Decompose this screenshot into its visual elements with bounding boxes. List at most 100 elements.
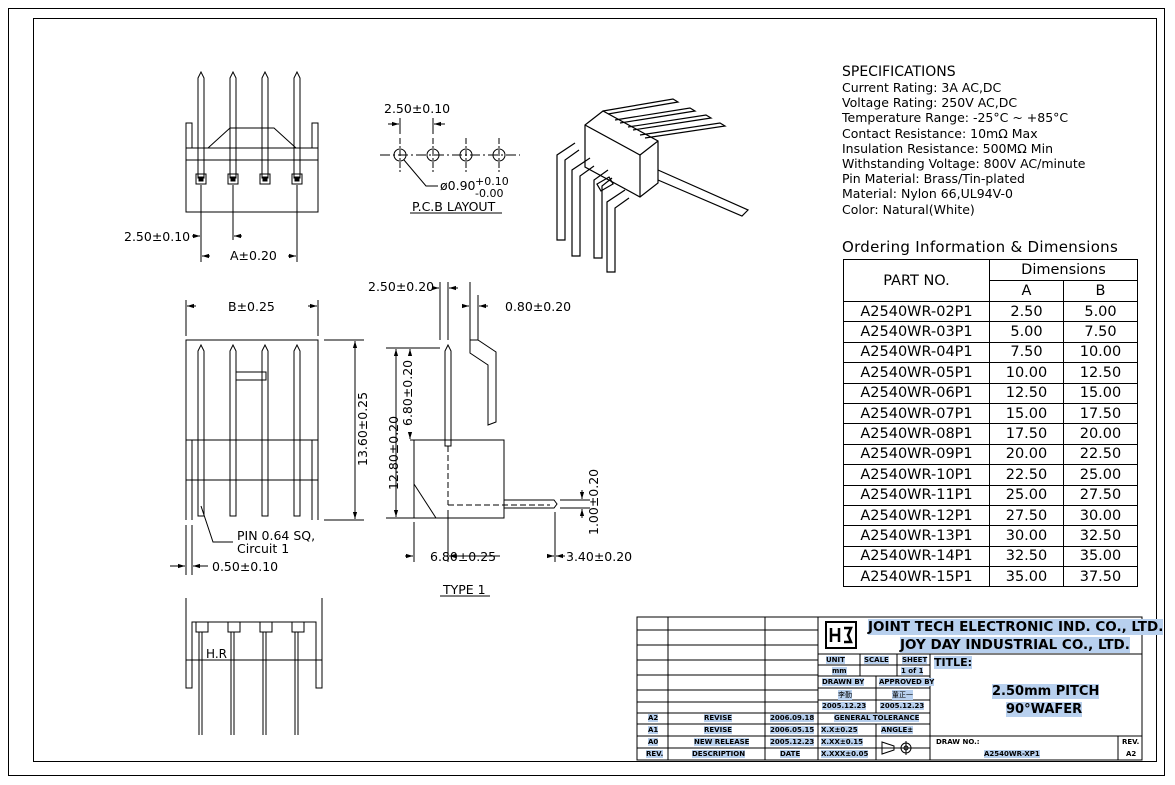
- part-no-cell: A2540WR-07P1: [843, 402, 990, 425]
- spec-line: Withstanding Voltage: 800V AC/minute: [842, 156, 1086, 172]
- revision-rev: A0: [648, 738, 659, 746]
- spec-line: Material: Nylon 66,UL94V-0: [842, 186, 1013, 202]
- part-no-cell: A2540WR-05P1: [843, 362, 990, 384]
- dimension-b-cell: 32.50: [1063, 525, 1138, 547]
- part-no-cell: A2540WR-10P1: [843, 464, 990, 486]
- side-1-00-dim: 1.00±0.20: [586, 469, 601, 535]
- part-no-cell: A2540WR-11P1: [843, 484, 990, 506]
- revision-rev: A2: [648, 714, 659, 722]
- part-no-cell: A2540WR-13P1: [843, 525, 990, 547]
- spec-line: Color: Natural(White): [842, 201, 975, 217]
- spec-line: Contact Resistance: 10mΩ Max: [842, 125, 1038, 141]
- draw-no: A2540WR-XP1: [984, 750, 1040, 758]
- dimension-a-cell: 30.00: [989, 525, 1064, 547]
- type-label: TYPE 1: [442, 582, 486, 597]
- part-no-cell: A2540WR-02P1: [843, 300, 990, 323]
- description-header: DESCRIPTION: [692, 750, 746, 758]
- part-no-header: PART NO.: [843, 259, 990, 302]
- revision-rev: A1: [648, 726, 659, 734]
- company-logo: [825, 621, 857, 649]
- rev-value: A2: [1126, 750, 1137, 758]
- isometric-view: [556, 98, 750, 273]
- part-no-cell: A2540WR-14P1: [843, 545, 990, 568]
- spec-line: Temperature Range: -25°C ~ +85°C: [842, 110, 1069, 126]
- spec-line: Insulation Resistance: 500MΩ Min: [842, 140, 1053, 156]
- sheet-value: 1 of 1: [901, 667, 924, 675]
- dim-pin-width: 0.50±0.10: [212, 559, 278, 574]
- dimension-a-cell: 15.00: [989, 402, 1064, 425]
- part-no-cell: A2540WR-04P1: [843, 341, 990, 364]
- company-name-1: JOINT TECH ELECTRONIC IND. CO., LTD.: [868, 619, 1164, 635]
- dimension-b-cell: 7.50: [1063, 321, 1138, 343]
- drawn-by-date: 2005.12.23: [822, 702, 867, 710]
- pcb-hole-dim: ø0.90: [440, 178, 476, 193]
- dimension-b-cell: 20.00: [1063, 423, 1138, 445]
- top-view: [185, 70, 319, 262]
- approved-by-name: 董正一: [892, 690, 913, 700]
- drawn-by-label: DRAWN BY: [822, 678, 865, 686]
- title-label: TITLE:: [934, 656, 973, 669]
- draw-no-label: DRAW NO.:: [936, 738, 980, 746]
- title-block-grid: [636, 616, 1143, 761]
- dim-b: B±0.25: [228, 299, 275, 314]
- tolerance-3: X.XXX±0.05: [821, 750, 869, 758]
- side-view: [386, 282, 590, 597]
- front-view: [170, 300, 364, 575]
- spec-line: Current Rating: 3A AC,DC: [842, 80, 1002, 95]
- dimension-a-cell: 25.00: [989, 484, 1064, 506]
- side-thickness-dim: 0.80±0.20: [505, 299, 571, 314]
- dimension-b-cell: 10.00: [1063, 341, 1138, 364]
- pcb-hole-tol-plus: +0.10: [475, 175, 509, 188]
- revision-desc: REVISE: [704, 726, 733, 734]
- part-no-cell: A2540WR-03P1: [843, 321, 990, 343]
- dimension-b-cell: 5.00: [1063, 300, 1138, 323]
- pin-note-1: PIN 0.64 SQ,: [237, 528, 315, 543]
- part-no-cell: A2540WR-08P1: [843, 423, 990, 445]
- part-no-cell: A2540WR-12P1: [843, 504, 990, 527]
- tolerance-2: X.XX±0.15: [821, 738, 863, 746]
- dimension-a-cell: 17.50: [989, 423, 1064, 445]
- dimension-a-cell: 7.50: [989, 341, 1064, 364]
- dimension-a-cell: 12.50: [989, 382, 1064, 404]
- revision-date: 2005.12.23: [770, 738, 815, 746]
- dimension-b-cell: 22.50: [1063, 443, 1138, 466]
- part-no-cell: A2540WR-06P1: [843, 382, 990, 404]
- part-no-cell: A2540WR-15P1: [843, 566, 990, 588]
- front-view-pins: [197, 343, 301, 517]
- revision-desc: REVISE: [704, 714, 733, 722]
- pcb-hole-tol-minus: -0.00: [475, 187, 503, 200]
- dimension-a-cell: 22.50: [989, 464, 1064, 486]
- general-tolerance-label: GENERAL TOLERANCE: [834, 714, 920, 722]
- specifications-block: SPECIFICATIONS Current Rating: 3A AC,DC …: [842, 64, 1142, 217]
- dimensions-header: Dimensions: [989, 259, 1138, 281]
- pcb-layout-label: P.C.B LAYOUT: [412, 199, 496, 214]
- pcb-pitch-dim: 2.50±0.10: [384, 101, 450, 116]
- col-a-header: A: [989, 280, 1064, 302]
- rev-header: REV.: [646, 750, 664, 758]
- drawing-outer-border: [8, 8, 1165, 776]
- dim-height: 13.60±0.25: [355, 392, 370, 466]
- unit-label: UNIT: [826, 656, 845, 664]
- side-6-80-v-dim: 6.80±0.20: [400, 360, 415, 426]
- drawn-by-name: 李勤: [838, 690, 852, 700]
- side-pitch-dim: 2.50±0.20: [368, 279, 434, 294]
- dimension-a-cell: 5.00: [989, 321, 1064, 343]
- dimension-b-cell: 27.50: [1063, 484, 1138, 506]
- specifications-title: SPECIFICATIONS: [842, 64, 956, 80]
- dim-top-pitch: 2.50±0.10: [124, 229, 190, 244]
- dimension-a-cell: 35.00: [989, 566, 1064, 588]
- dimension-b-cell: 30.00: [1063, 504, 1138, 527]
- company-name-2: JOY DAY INDUSTRIAL CO., LTD.: [900, 637, 1130, 653]
- ordering-title: Ordering Information & Dimensions: [842, 238, 1119, 256]
